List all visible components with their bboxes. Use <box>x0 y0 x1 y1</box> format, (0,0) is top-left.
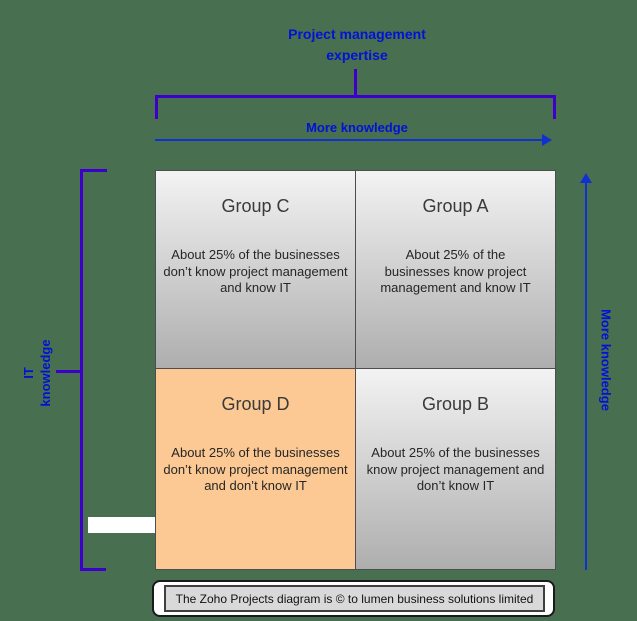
left-brace-mid-tick <box>56 370 82 373</box>
quadrant-group-d-title: Group D <box>221 394 290 414</box>
quadrant-group-c-title: Group C <box>221 196 290 216</box>
top-brace-bar <box>155 95 556 98</box>
quadrant-group-a: Group A About 25% of the businesses know… <box>356 171 555 368</box>
right-axis-arrow-line <box>585 181 587 570</box>
quadrant-group-d-description: About 25% of the businesses don’t know p… <box>163 445 348 493</box>
white-patch <box>88 517 155 533</box>
left-axis-label: IT knowledge <box>20 339 54 406</box>
left-brace-bottom-end <box>80 568 106 571</box>
quadrant-group-d: Group D About 25% of the businesses don’… <box>156 369 355 569</box>
caption-box: The Zoho Projects diagram is © to lumen … <box>152 580 555 617</box>
quadrant-group-c: Group C About 25% of the businesses don’… <box>156 171 355 368</box>
diagram-title: Project management expertise <box>177 24 537 66</box>
top-brace-stem <box>354 69 357 97</box>
top-axis-arrow-line <box>155 139 543 141</box>
left-brace-top-end <box>80 169 107 172</box>
quadrant-group-b-description: About 25% of the businesses know project… <box>366 445 545 493</box>
right-axis-label: More knowledge <box>598 309 614 411</box>
quadrant-group-b-title: Group B <box>421 394 490 414</box>
top-brace-left-end <box>155 95 158 119</box>
quadrant-grid: Group C About 25% of the businesses don’… <box>155 170 556 570</box>
right-arrowhead-icon <box>542 134 552 146</box>
caption-inner-box: The Zoho Projects diagram is © to lumen … <box>164 585 545 612</box>
diagram-title-line1: Project management <box>288 26 426 42</box>
up-arrowhead-icon <box>580 173 592 183</box>
top-axis-label: More knowledge <box>306 120 408 135</box>
left-axis-label-line1: IT <box>21 367 36 379</box>
quadrant-group-b: Group B About 25% of the businesses know… <box>356 369 555 569</box>
quadrant-group-a-description: About 25% of the businesses know project… <box>380 247 531 295</box>
caption-text: The Zoho Projects diagram is © to lumen … <box>175 591 534 606</box>
quadrant-group-c-description: About 25% of the businesses don’t know p… <box>163 247 348 295</box>
left-axis-label-line2: knowledge <box>38 339 53 407</box>
quadrant-group-a-title: Group A <box>422 196 489 216</box>
top-brace-right-end <box>553 95 556 119</box>
diagram-title-line2: expertise <box>326 47 388 63</box>
